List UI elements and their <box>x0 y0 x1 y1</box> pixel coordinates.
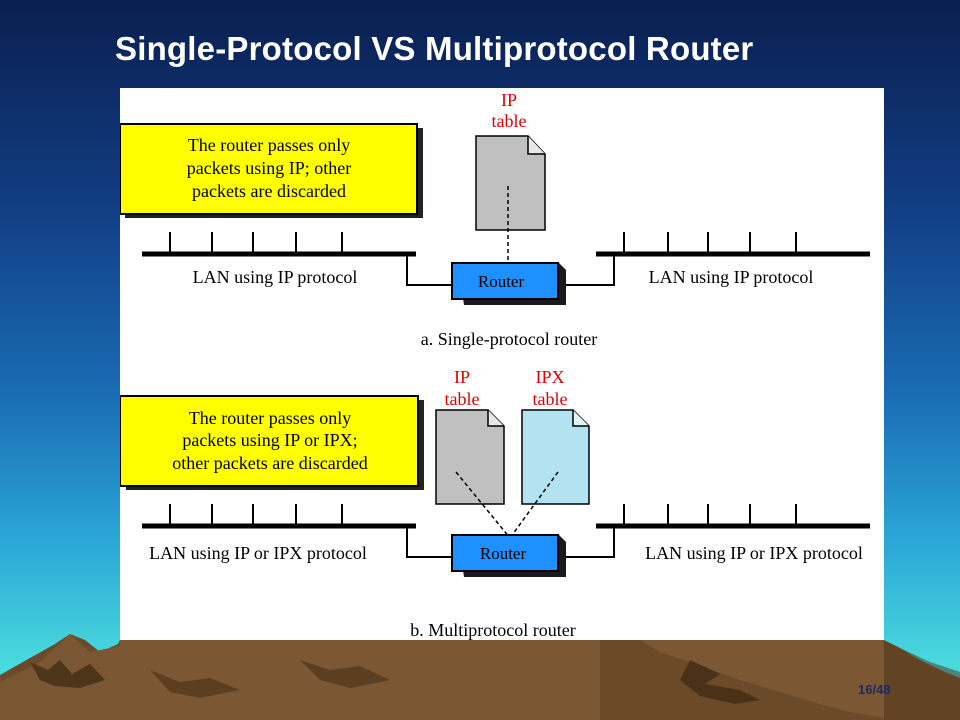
single-left-lan: LAN using IP protocol <box>142 232 416 287</box>
multi-router-label: Router <box>480 544 527 563</box>
multi-ipx-table-icon: IPX table <box>521 367 590 505</box>
multi-ipx-table-label-1: IPX <box>535 367 564 387</box>
multiprotocol-diagram: The router passes only packets using IP … <box>120 367 870 640</box>
single-note-line2: packets using IP; other <box>187 158 351 178</box>
single-note-line1: The router passes only <box>188 135 350 155</box>
single-caption: a. Single-protocol router <box>421 329 597 349</box>
multi-caption: b. Multiprotocol router <box>410 620 575 640</box>
multi-note-line3: other packets are discarded <box>172 453 367 473</box>
multi-ip-table-label-1: IP <box>454 367 470 387</box>
single-ip-table-label-1: IP <box>501 90 517 110</box>
multi-ipx-table-label-2: table <box>533 389 568 409</box>
single-note-box: The router passes only packets using IP;… <box>120 123 423 218</box>
page-number: 16/48 <box>858 682 891 697</box>
diagram-panel: The router passes only packets using IP;… <box>120 88 884 640</box>
single-right-lan-label: LAN using IP protocol <box>649 267 814 287</box>
single-ip-table-icon: IP table <box>475 90 546 264</box>
multi-note-line1: The router passes only <box>189 408 351 428</box>
multi-note-line2: packets using IP or IPX; <box>182 430 357 450</box>
multi-ip-table-icon: IP table <box>435 367 505 505</box>
multi-left-lan: LAN using IP or IPX protocol <box>142 504 416 563</box>
multi-right-lan: LAN using IP or IPX protocol <box>596 504 870 563</box>
single-router: Router <box>451 262 566 305</box>
multi-left-lan-label: LAN using IP or IPX protocol <box>149 543 367 563</box>
single-router-label: Router <box>478 272 525 291</box>
multi-ip-table-label-2: table <box>445 389 480 409</box>
single-left-lan-label: LAN using IP protocol <box>193 267 358 287</box>
single-note-line3: packets are discarded <box>192 181 346 201</box>
multi-router: Router <box>451 534 566 577</box>
multi-note-box: The router passes only packets using IP … <box>120 395 424 490</box>
mountains-decoration <box>0 634 960 720</box>
single-right-lan: LAN using IP protocol <box>596 232 870 287</box>
slide-title: Single-Protocol VS Multiprotocol Router <box>115 30 754 67</box>
multi-right-lan-label: LAN using IP or IPX protocol <box>645 543 863 563</box>
single-protocol-diagram: The router passes only packets using IP;… <box>120 90 870 349</box>
single-ip-table-label-2: table <box>492 111 527 131</box>
